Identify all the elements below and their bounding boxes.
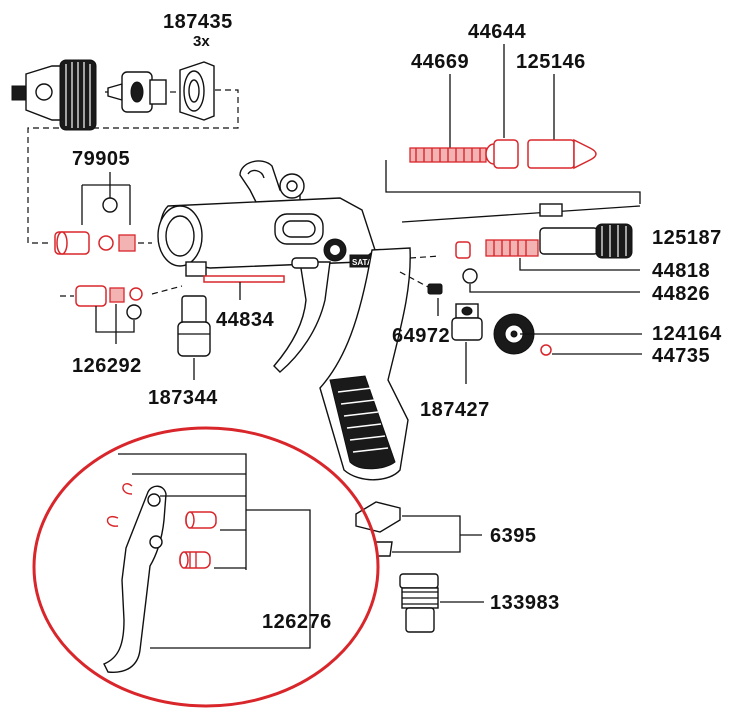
label-44818: 44818: [652, 260, 710, 282]
label-44644: 44644: [468, 21, 526, 43]
trigger-kit-126276: 126276: [32, 426, 380, 708]
part-group-79905: 79905: [54, 148, 152, 255]
fluid-adjustment-125187: [539, 223, 633, 259]
trigger-pin-lower: [179, 551, 211, 569]
air-connector-187344: [177, 295, 211, 357]
label-44826: 44826: [652, 283, 710, 305]
air-valve-126292: [75, 285, 107, 307]
screw-44735: [540, 344, 552, 356]
part-187344: 187344: [148, 295, 218, 409]
retaining-ring-187435: [179, 61, 215, 121]
trigger-pin-44834: [203, 275, 285, 283]
label-124164: 124164: [652, 323, 722, 345]
part-64972: 64972: [392, 271, 450, 347]
part-187427: 187427: [420, 303, 490, 421]
highlight-circle: [32, 426, 380, 708]
label-44669: 44669: [411, 51, 469, 73]
label-6395: 6395: [490, 525, 537, 547]
trigger-lever: [103, 485, 167, 673]
brand-mark: SATA: [352, 258, 373, 267]
spring-cap-125146: [527, 138, 597, 170]
label-79905: 79905: [72, 148, 130, 170]
clip-top: [122, 483, 133, 495]
needle-assembly: 44644 44669 125146: [385, 21, 722, 305]
paint-nozzle: [107, 71, 167, 113]
label-44834: 44834: [216, 309, 274, 331]
part-133983: 133983: [399, 573, 560, 633]
label-qty-3x: 3x: [193, 33, 210, 50]
air-cap: [11, 59, 97, 131]
seal-44826: [462, 268, 478, 284]
part-124164: 124164: [493, 313, 722, 355]
air-distribution-ring: [54, 231, 90, 255]
needle-bushing-44644: [485, 139, 519, 169]
part-group-126292: 126292: [60, 285, 183, 377]
cup-adapter-6395: [355, 501, 401, 533]
label-125187: 125187: [652, 227, 722, 249]
label-187427: 187427: [420, 399, 490, 421]
part-44834: 44834: [203, 275, 285, 331]
part-44735: 44735: [540, 344, 710, 367]
label-133983: 133983: [490, 592, 560, 614]
air-cap-assembly: 187435 3x: [11, 11, 239, 244]
fluid-inlet-133983: [399, 573, 439, 633]
trigger-pin-upper: [185, 511, 217, 529]
label-125146: 125146: [516, 51, 586, 73]
clip-left: [106, 516, 119, 527]
label-126292: 126292: [72, 355, 142, 377]
spring-79905: [118, 234, 136, 252]
label-64972: 64972: [392, 325, 450, 347]
label-187435: 187435: [163, 11, 233, 33]
label-187344: 187344: [148, 387, 218, 409]
part-6395: 6395: [355, 501, 537, 557]
screw-64972: [427, 283, 443, 295]
seal-79905: [98, 235, 114, 251]
gun-body: SATA: [157, 160, 411, 481]
needle-spring-44669: [409, 147, 487, 163]
spreader-valve-187427: [451, 303, 483, 341]
label-126276: 126276: [262, 611, 332, 633]
label-44735: 44735: [652, 345, 710, 367]
spring-126292: [109, 287, 125, 303]
needle-packing-44818: [455, 239, 539, 259]
